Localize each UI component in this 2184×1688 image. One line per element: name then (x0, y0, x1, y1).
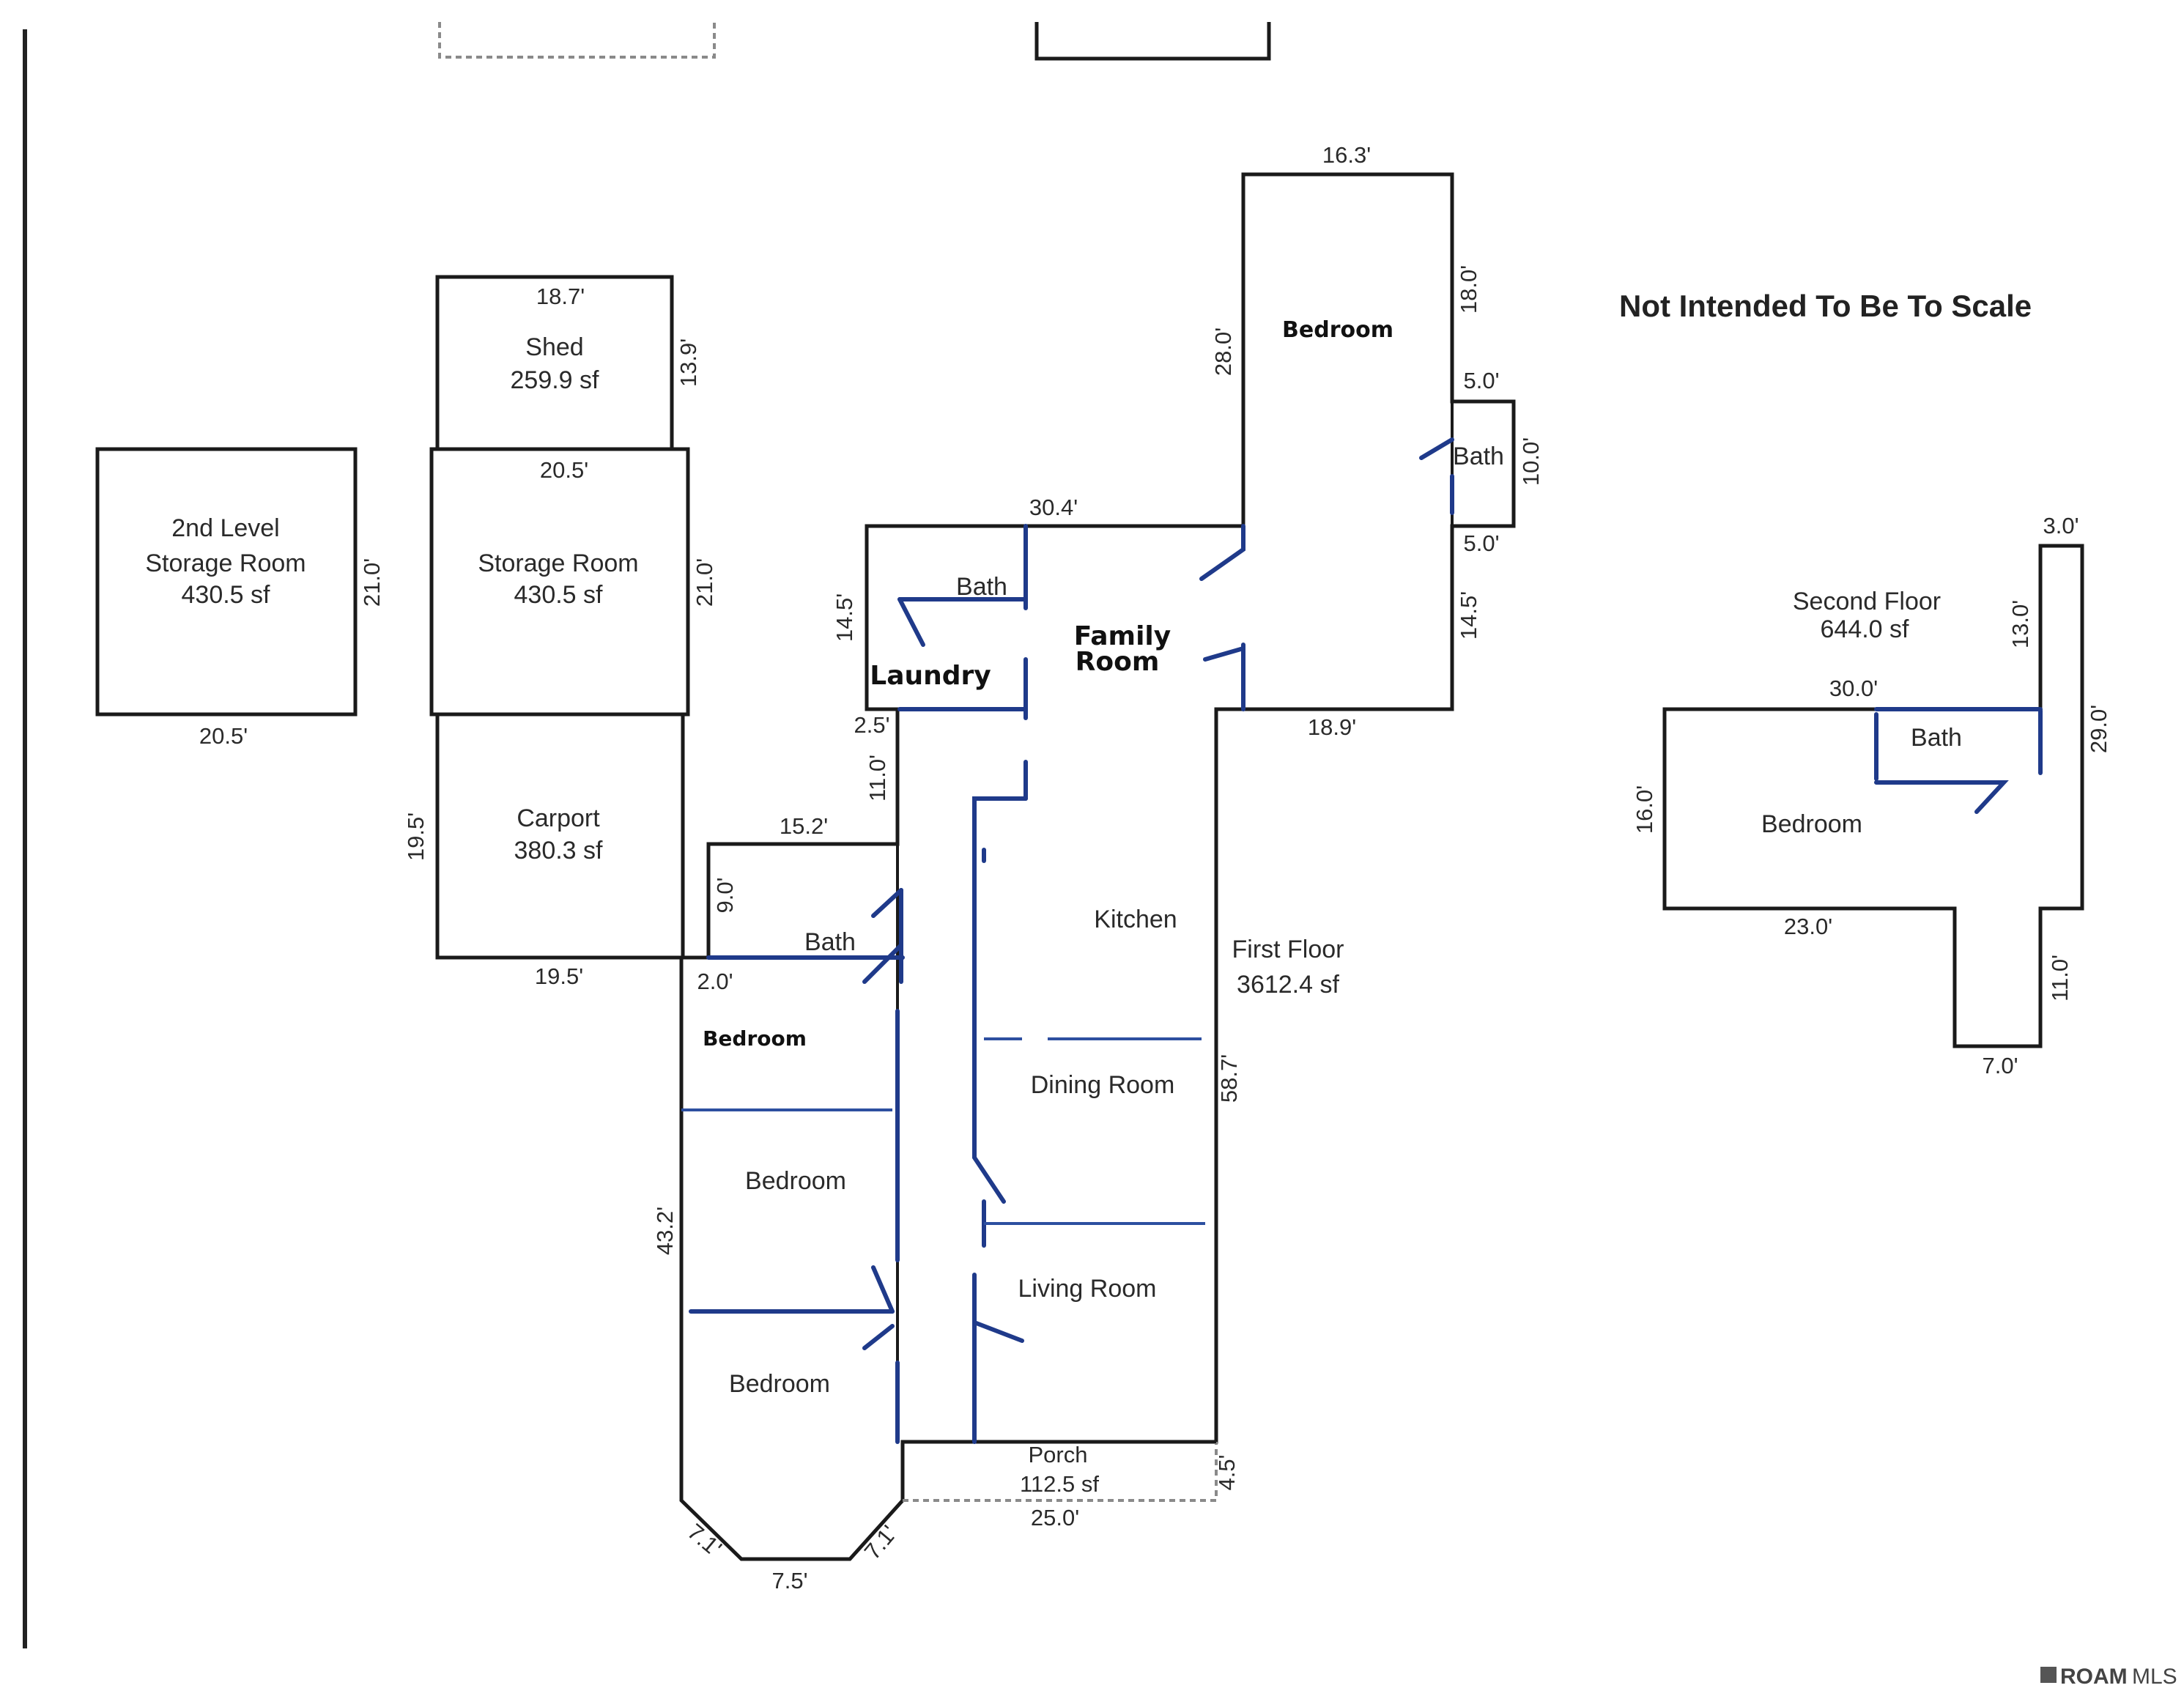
dim-18-0: 18.0' (1456, 265, 1481, 314)
top-partial-dashed (438, 22, 716, 59)
note-text: Not Intended To Be To Scale (1619, 289, 2032, 323)
dim-porch-w: 25.0' (1031, 1505, 1079, 1530)
second-floor-name: Second Floor (1793, 588, 1941, 615)
first-floor-name: First Floor (1232, 936, 1344, 963)
logo-icon (2040, 1667, 2057, 1683)
logo-brand: ROAM (2060, 1665, 2128, 1688)
dim-stor2-w: 20.5' (199, 723, 248, 749)
roam-mls-logo: ROAM MLS (2040, 1665, 2177, 1688)
family-room-line2: Room (1076, 647, 1160, 677)
porch-area: 112.5 sf (1020, 1471, 1099, 1497)
dim-5-0b: 5.0' (1463, 530, 1499, 556)
storage-2nd-name1: 2nd Level (171, 514, 279, 542)
dim-s-29-0: 29.0' (2086, 705, 2111, 753)
bath-second-label: Bath (1911, 724, 1962, 752)
carport-outline (435, 712, 685, 960)
dim-s-7-0: 7.0' (1982, 1053, 2018, 1078)
shed-name: Shed (525, 333, 583, 361)
dim-58-7: 58.7' (1216, 1054, 1242, 1103)
laundry-label: Laundry (870, 661, 991, 691)
bath-mid-label: Bath (804, 928, 856, 956)
dim-s-13-0: 13.0' (2007, 600, 2033, 648)
dim-shed-h: 13.9' (675, 338, 701, 387)
porch-dashed-edge (903, 1442, 1218, 1502)
dining-label: Dining Room (1031, 1071, 1175, 1099)
kitchen-label: Kitchen (1094, 906, 1177, 933)
living-label: Living Room (1018, 1275, 1157, 1303)
dim-shed-w: 18.7' (536, 284, 585, 309)
dim-7-5: 7.5' (771, 1568, 807, 1593)
bath-laundry-label: Bath (956, 573, 1007, 601)
bedroom-left3-label: Bedroom (729, 1370, 830, 1398)
dim-s-3-0: 3.0' (2043, 513, 2078, 538)
dim-9-0: 9.0' (712, 877, 738, 913)
first-floor-outline (679, 172, 1516, 1561)
dim-stor-top: 20.5' (540, 457, 588, 483)
storage-2nd-outline (95, 447, 358, 717)
storage-2nd-name2: Storage Room (145, 549, 306, 577)
dim-16-3: 16.3' (1322, 142, 1371, 168)
storage-area: 430.5 sf (514, 581, 604, 609)
logo-suffix: MLS (2132, 1665, 2177, 1688)
dim-5-0a: 5.0' (1463, 368, 1499, 393)
dim-stor2-h: 21.0' (359, 558, 385, 607)
interior-partitions (681, 437, 1454, 1444)
dim-14-5b: 14.5' (1456, 591, 1481, 640)
dim-15-2: 15.2' (780, 813, 828, 839)
second-floor-bath-walls (1874, 707, 2043, 814)
dim-carport-w: 19.5' (535, 963, 583, 989)
dim-10-0: 10.0' (1518, 437, 1544, 486)
bedroom-left1-label: Bedroom (703, 1026, 807, 1051)
bedroom-second-label: Bedroom (1761, 810, 1862, 838)
second-floor-outline (1662, 544, 2084, 1048)
dim-11-0: 11.0' (865, 755, 890, 802)
storage-2nd-area: 430.5 sf (182, 581, 271, 609)
porch-name: Porch (1029, 1442, 1088, 1467)
top-partial-solid (1034, 22, 1271, 61)
dim-7-1b: 7.1' (859, 1520, 902, 1564)
dim-s-11-0: 11.0' (2047, 955, 2073, 1002)
dim-carport-h: 19.5' (403, 812, 429, 861)
dim-28-0: 28.0' (1210, 327, 1236, 376)
bedroom-top-label: Bedroom (1282, 317, 1393, 343)
bath-top-label: Bath (1453, 443, 1504, 470)
carport-area: 380.3 sf (514, 837, 604, 865)
dim-main-top: 30.4' (1029, 495, 1078, 520)
dim-stor-h: 21.0' (692, 558, 717, 607)
dim-43-2: 43.2' (652, 1207, 678, 1255)
dim-2-5: 2.5' (854, 712, 889, 738)
shed-area: 259.9 sf (511, 366, 600, 394)
dim-s-16-0: 16.0' (1632, 785, 1657, 834)
dim-7-1a: 7.1' (683, 1519, 727, 1561)
dim-18-9: 18.9' (1308, 714, 1356, 740)
dim-laundry-h: 14.5' (832, 593, 857, 642)
dim-2-0: 2.0' (697, 969, 733, 994)
first-floor-area: 3612.4 sf (1237, 971, 1339, 999)
dim-porch-h: 4.5' (1214, 1454, 1240, 1490)
carport-name: Carport (517, 804, 600, 832)
bedroom-left2-label: Bedroom (745, 1167, 846, 1195)
second-floor-area: 644.0 sf (1821, 615, 1910, 643)
dim-s-30-0: 30.0' (1829, 675, 1878, 701)
storage-name: Storage Room (478, 549, 638, 577)
family-room-line1: Family (1074, 621, 1171, 651)
dim-s-23-0: 23.0' (1784, 914, 1832, 939)
